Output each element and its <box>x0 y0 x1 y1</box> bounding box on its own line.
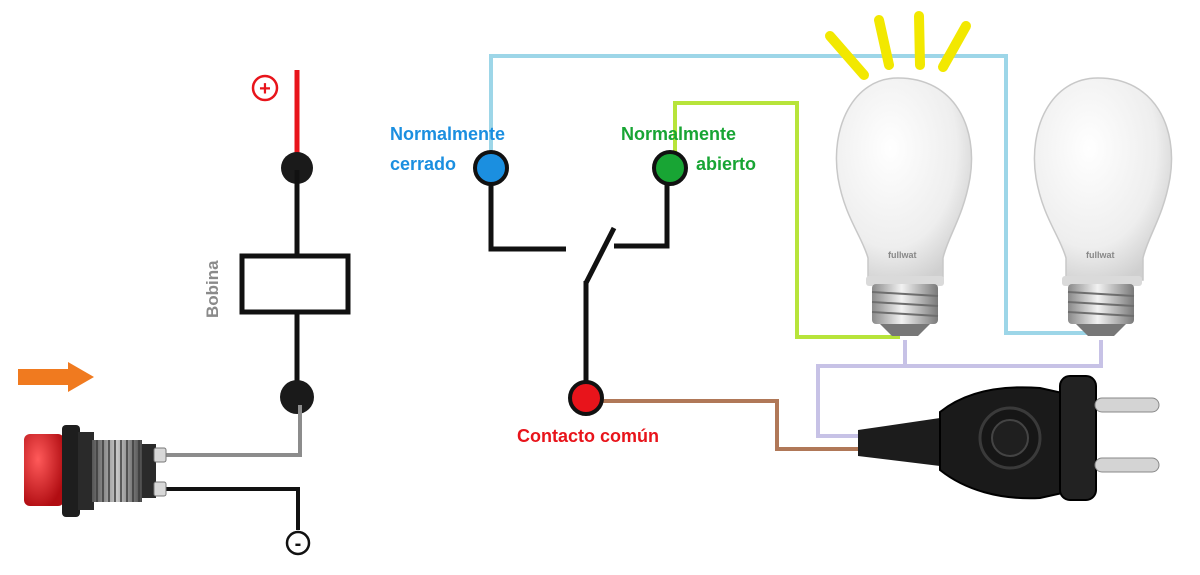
common-contact-terminal <box>568 380 604 416</box>
bulb-brand-1: fullwat <box>888 250 917 260</box>
positive-terminal <box>281 152 313 184</box>
no-label-line1: Normalmente <box>621 124 736 144</box>
nc-label-line2: cerrado <box>390 154 456 174</box>
coil-label: Bobina <box>203 260 222 318</box>
no-label-line2: abierto <box>696 154 756 174</box>
wire-common <box>587 399 870 451</box>
switch-blade <box>583 226 617 285</box>
arrow-right-icon <box>18 362 94 392</box>
wire-button-to-coil <box>160 405 302 457</box>
normally-closed-terminal <box>473 150 509 186</box>
push-button-icon <box>24 425 167 517</box>
plus-symbol <box>251 74 279 102</box>
wire-neutral <box>903 340 1103 368</box>
wire-neutral-to-plug <box>816 364 905 438</box>
bulb-brand-2: fullwat <box>1086 250 1115 260</box>
power-plug-icon <box>858 375 1160 501</box>
light-bulb-icon: fullwat <box>835 77 973 336</box>
light-bulb-icon: fullwat <box>1033 77 1173 336</box>
normally-open-terminal <box>652 150 688 186</box>
nc-label-line1: Normalmente <box>390 124 505 144</box>
minus-symbol <box>285 530 311 556</box>
negative-coil-terminal <box>280 380 314 414</box>
no-contact-leg <box>614 170 670 249</box>
wire-button-to-negative <box>160 487 300 530</box>
coil-symbol <box>239 253 351 315</box>
wire-normally-closed <box>489 54 1102 335</box>
common-label: Contacto común <box>517 426 659 446</box>
minus-label: - <box>295 533 302 555</box>
nc-contact-leg <box>488 170 566 252</box>
plus-label: + <box>259 78 271 100</box>
wire-normally-open <box>673 101 900 339</box>
light-rays-icon <box>825 11 971 80</box>
